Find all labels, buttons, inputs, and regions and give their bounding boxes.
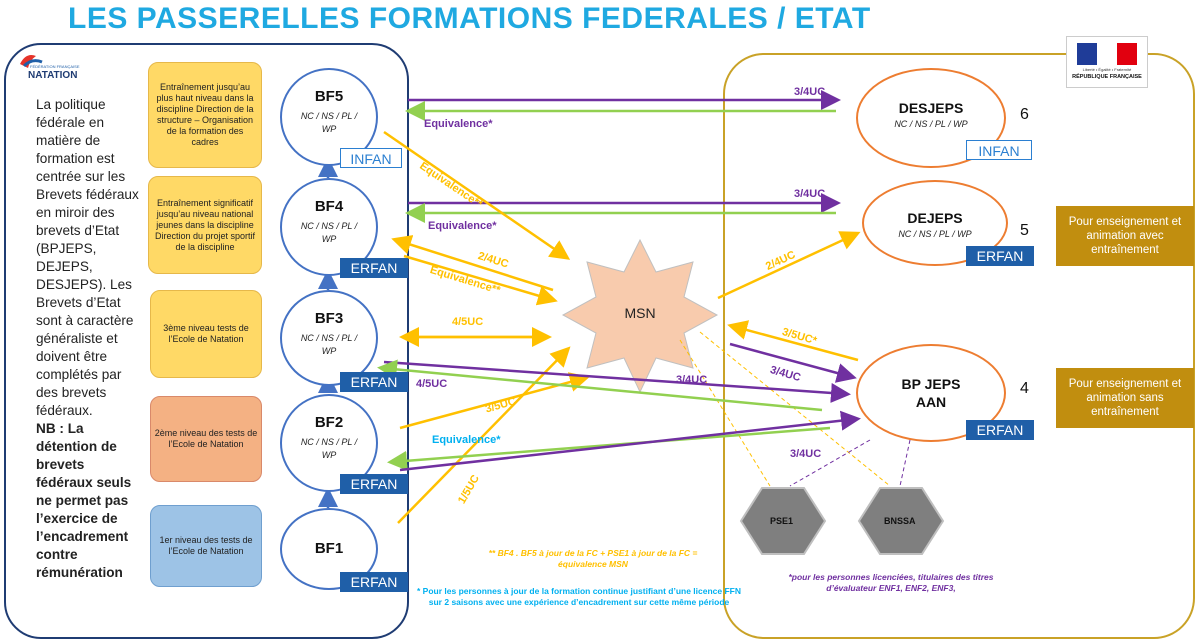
label-3-4uc-bf2-bp: 3/4UC xyxy=(790,448,822,460)
pse1-hexagon xyxy=(739,487,827,555)
desjeps-infan-badge: INFAN xyxy=(966,140,1032,160)
ffn-logo-small: FÉDÉRATION FRANÇAISE xyxy=(30,64,80,69)
page-title: LES PASSERELLES FORMATIONS FEDERALES / E… xyxy=(68,2,871,35)
level-box-bf4: Entraînement significatif jusqu’au nivea… xyxy=(148,176,262,274)
note-formation-continue: * Pour les personnes à jour de la format… xyxy=(417,586,741,607)
label-4-5uc-bf2: 4/5UC xyxy=(416,378,448,390)
bf3-erfan-badge: ERFAN xyxy=(340,372,408,392)
note-evaluateur: *pour les personnes licenciées, titulair… xyxy=(788,572,994,593)
bf1-name: BF1 xyxy=(314,540,344,557)
etat-panel xyxy=(723,53,1195,639)
bf5-infan-badge: INFAN xyxy=(340,148,402,168)
bf4-disciplines: NC / NS / PL / WP xyxy=(300,221,358,244)
desjeps-disciplines: NC / NS / PL / WP xyxy=(894,119,968,129)
msn-label: MSN xyxy=(624,305,656,321)
republique-francaise-logo: Liberté • Égalité • Fraternité RÉPUBLIQU… xyxy=(1066,36,1148,88)
label-4-5uc-bf3: 4/5UC xyxy=(452,316,484,328)
level-box-bf1: 1er niveau des tests de l’Ecole de Natat… xyxy=(150,505,262,587)
bnssa-hexagon xyxy=(857,487,945,555)
rf-text: RÉPUBLIQUE FRANÇAISE xyxy=(1072,74,1142,80)
intro-text: La politique fédérale en matière de form… xyxy=(36,96,144,582)
dejeps-erfan-badge: ERFAN xyxy=(966,246,1034,266)
ffn-logo-text: NATATION xyxy=(28,70,78,81)
label-equivalence-bf2: Equivalence* xyxy=(432,434,501,446)
desjeps-level: 6 xyxy=(1020,106,1029,123)
gold-box-sans-entrainement: Pour enseignement et animation sans entr… xyxy=(1056,368,1194,428)
level-box-bf5: Entraînement jusqu’au plus haut niveau d… xyxy=(148,62,262,168)
ffn-logo-mark xyxy=(20,55,43,68)
bf5-name: BF5 xyxy=(314,88,344,105)
rf-flag xyxy=(1077,43,1137,65)
desjeps-name: DESJEPS xyxy=(898,100,964,116)
bf3-name: BF3 xyxy=(314,310,344,327)
ffn-logo: FÉDÉRATION FRANÇAISE NATATION xyxy=(16,48,84,84)
bnssa-label: BNSSA xyxy=(884,516,916,526)
intro-paragraph: La politique fédérale en matière de form… xyxy=(36,97,139,418)
bpjeps-name: BP JEPS xyxy=(901,376,961,392)
label-3-4uc-dejeps: 3/4UC xyxy=(794,188,826,200)
bf2-erfan-badge: ERFAN xyxy=(340,474,408,494)
bpjeps-level: 4 xyxy=(1020,380,1029,397)
label-3-4uc-desjeps: 3/4UC xyxy=(794,86,826,98)
intro-nb: NB : La détention de brevets fédéraux se… xyxy=(36,421,132,580)
bf4-name: BF4 xyxy=(314,198,344,215)
gold-box-avec-entrainement: Pour enseignement et animation avec entr… xyxy=(1056,206,1194,266)
dejeps-name: DEJEPS xyxy=(907,210,963,226)
bf4-erfan-badge: ERFAN xyxy=(340,258,408,278)
bf1-erfan-badge: ERFAN xyxy=(340,572,408,592)
bpjeps-erfan-badge: ERFAN xyxy=(966,420,1034,440)
label-equivalence-bf5: Equivalence* xyxy=(424,118,493,130)
pse1-label: PSE1 xyxy=(770,516,794,526)
note-msn-equivalence: ** BF4 . BF5 à jour de la FC + PSE1 à jo… xyxy=(488,548,698,569)
bf3-disciplines: NC / NS / PL / WP xyxy=(300,333,358,356)
bf2-disciplines: NC / NS / PL / WP xyxy=(300,437,358,460)
bf3-circle: BF3 NC / NS / PL / WP xyxy=(280,290,378,386)
label-equivalence-bf4: Equivalence* xyxy=(428,220,497,232)
rf-motto: Liberté • Égalité • Fraternité xyxy=(1082,67,1132,72)
bf2-name: BF2 xyxy=(314,414,344,431)
level-box-bf2: 2ème niveau des tests de l’Ecole de Nata… xyxy=(150,396,262,482)
bf5-disciplines: NC / NS / PL / WP xyxy=(300,111,358,134)
dejeps-disciplines: NC / NS / PL / WP xyxy=(898,229,972,239)
dejeps-level: 5 xyxy=(1020,222,1029,239)
label-3-4uc-bf3-bp: 3/4UC xyxy=(676,374,708,386)
bf4-circle: BF4 NC / NS / PL / WP xyxy=(280,178,378,276)
bpjeps-name-aan: AAN xyxy=(915,394,947,410)
level-box-bf3: 3ème niveau tests de l’Ecole de Natation xyxy=(150,290,262,378)
